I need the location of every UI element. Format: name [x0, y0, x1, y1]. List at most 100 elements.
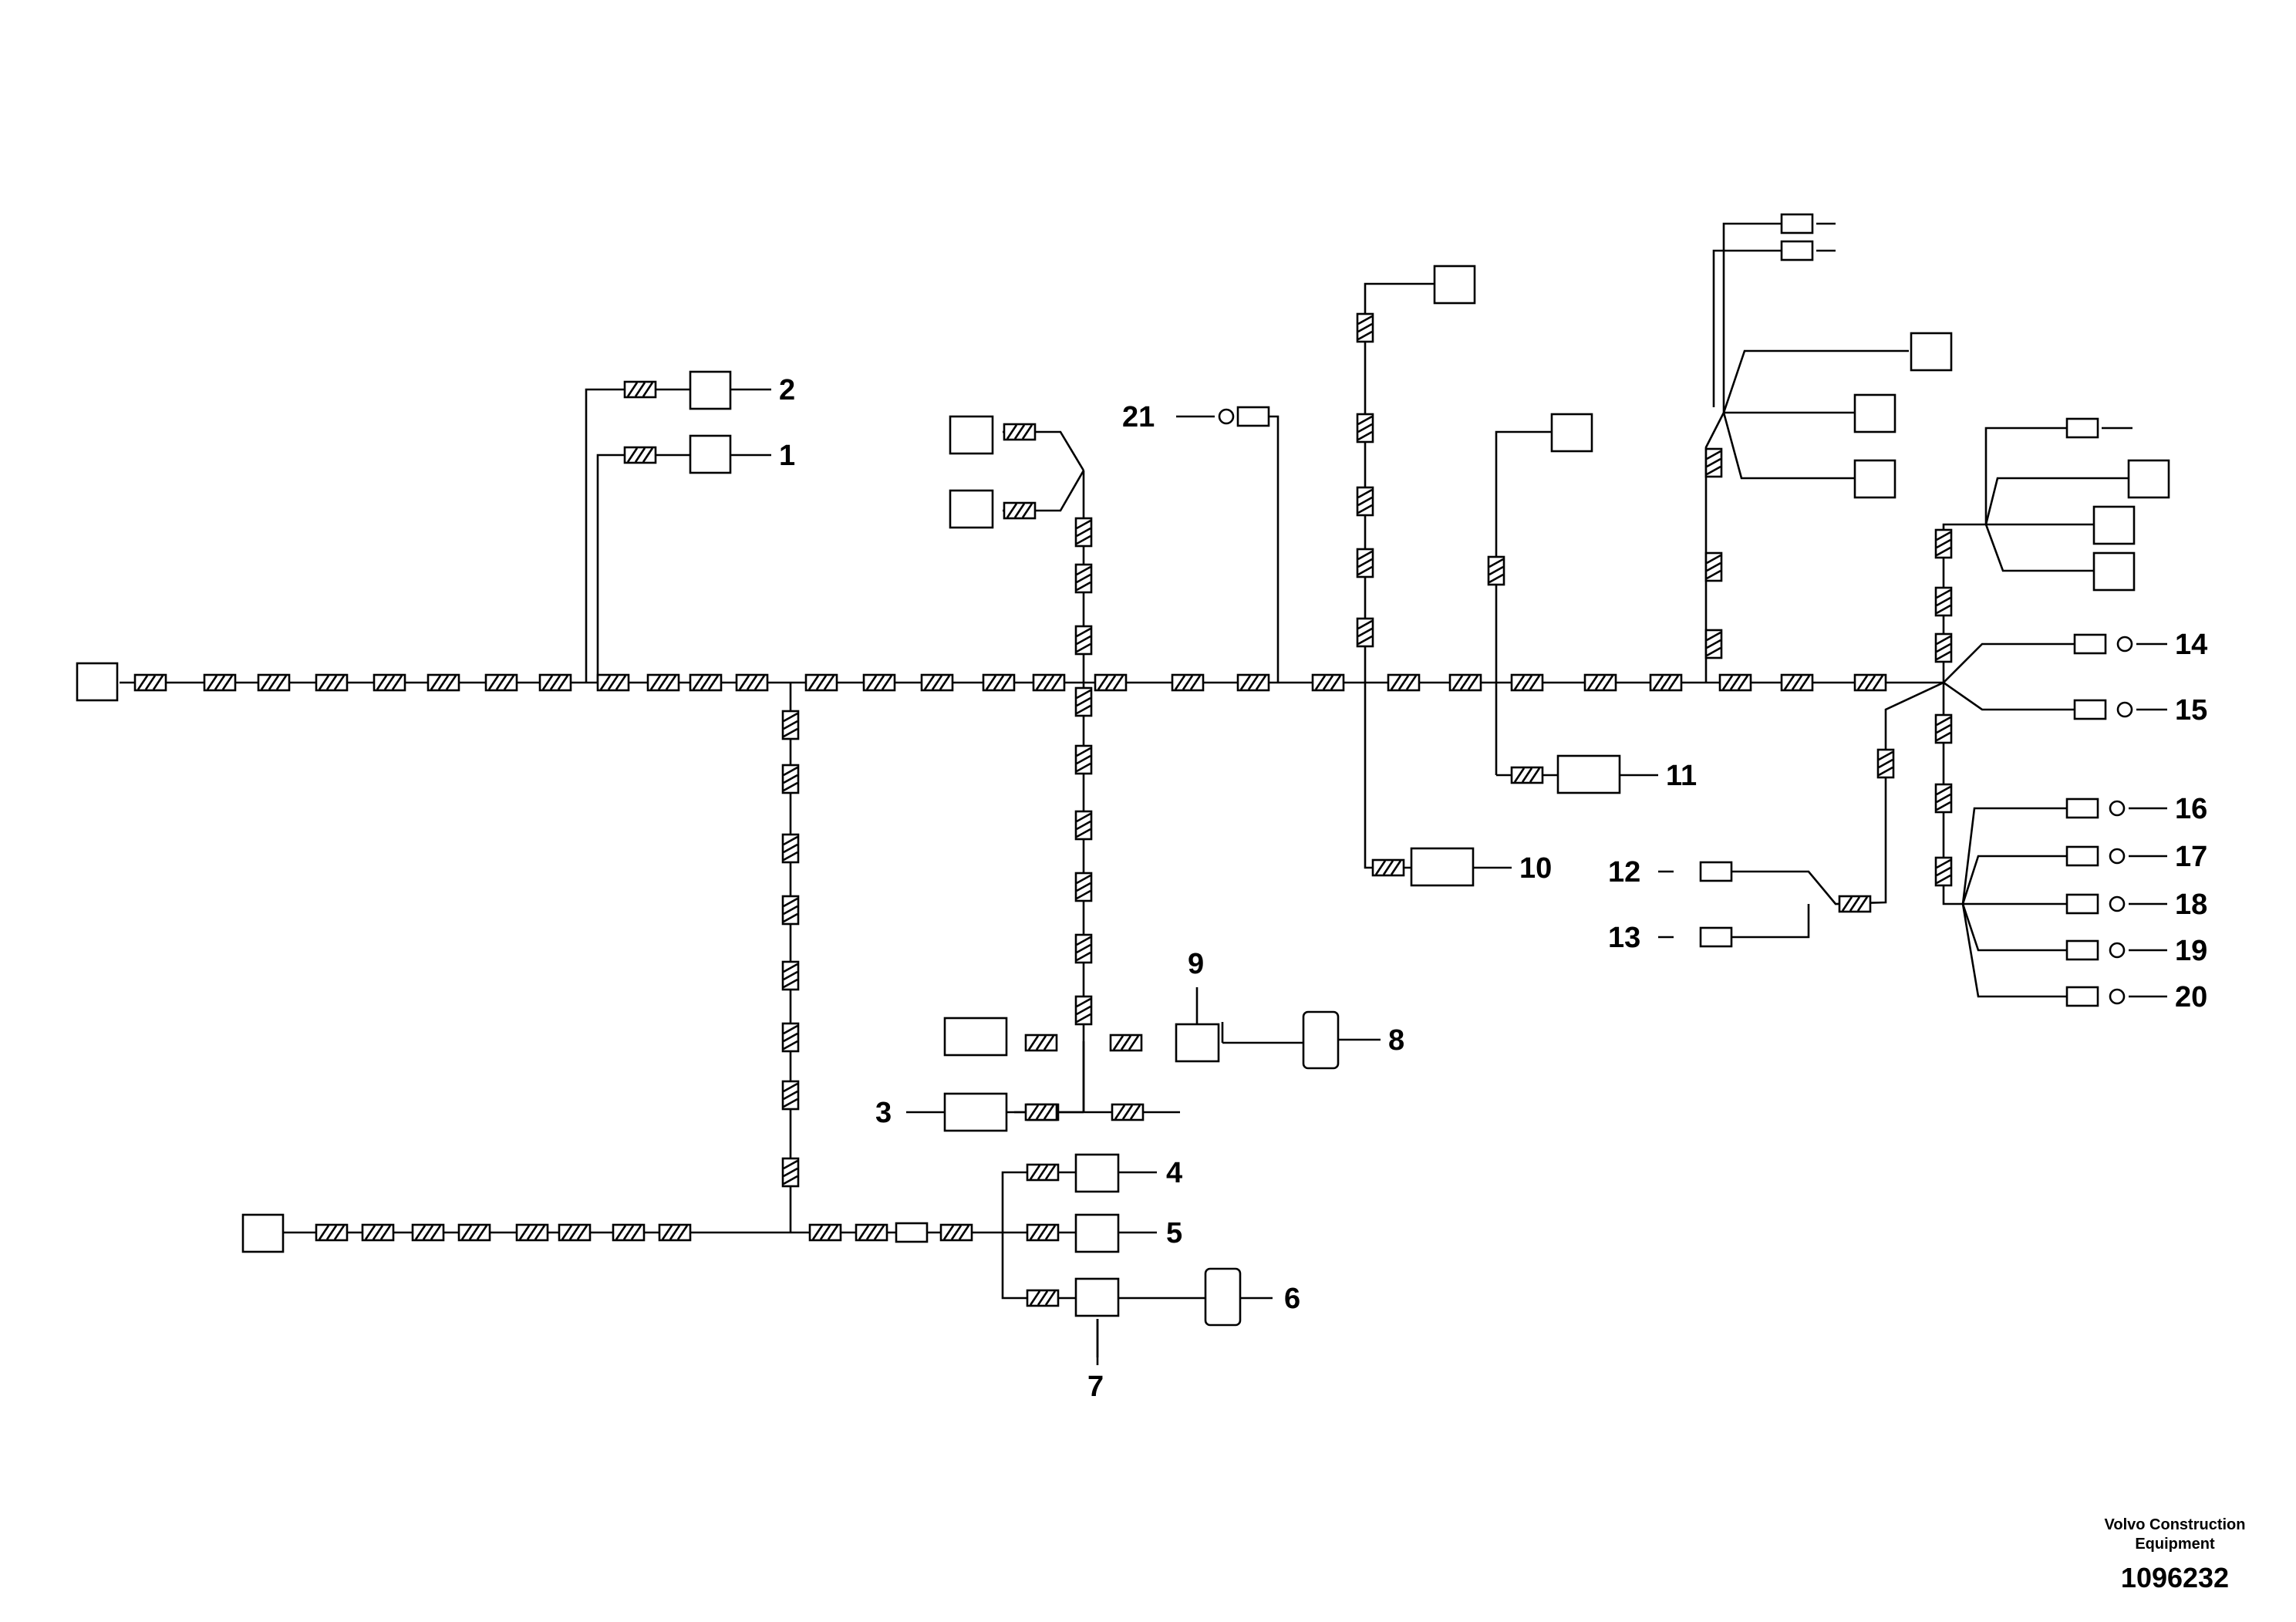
sleeve-marker: [1704, 629, 1723, 659]
harness-wires: [120, 222, 2132, 1357]
callout-numbers: 1 2 3 4 5 6 7 8 9 10 11 12 13 14 15 16 1…: [779, 374, 2207, 1403]
sleeve-marker: [781, 1157, 800, 1188]
sleeve-marker: [1487, 555, 1505, 586]
sleeve-marker: [939, 1223, 973, 1242]
connector-boxes: [76, 265, 2170, 1327]
sleeve-marker: [1934, 713, 1953, 744]
connector-box: [1074, 1213, 1120, 1253]
sleeve-marker: [781, 895, 800, 926]
callout-5: 5: [1166, 1217, 1182, 1249]
sleeve-marker: [1311, 673, 1345, 692]
sleeve-marker: [257, 673, 291, 692]
brand-line-2: Equipment: [2135, 1536, 2215, 1553]
connector-box: [2127, 459, 2170, 499]
sleeve-marker: [1649, 673, 1683, 692]
callout-8: 8: [1388, 1024, 1404, 1057]
sleeve-marker: [1934, 632, 1953, 663]
sleeve-marker: [1876, 748, 1895, 779]
sleeve-marker: [1934, 528, 1953, 559]
connector-box: [949, 489, 994, 529]
sleeve-marker: [1356, 486, 1374, 517]
sleeve-marker: [1074, 995, 1093, 1026]
sleeve-marker: [1171, 673, 1205, 692]
connector-box: [949, 415, 994, 455]
sleeve-marker: [1032, 673, 1066, 692]
sleeve-marker: [1024, 1034, 1058, 1052]
connector-box: [1175, 1023, 1220, 1063]
sleeve-marker: [1356, 413, 1374, 443]
sleeve-marker: [1718, 673, 1752, 692]
sleeve-marker: [1074, 744, 1093, 775]
sleeve-marker: [133, 673, 167, 692]
sleeve-marker: [1356, 312, 1374, 343]
sleeve-marker: [1236, 673, 1270, 692]
callout-9: 9: [1188, 948, 1204, 980]
sleeve-marker: [781, 1080, 800, 1111]
connector-box: [1204, 1267, 1242, 1327]
sleeve-marker: [596, 673, 630, 692]
connector-box: [1302, 1010, 1340, 1070]
sleeve-marker: [1510, 766, 1544, 784]
sleeve-marker: [411, 1223, 445, 1242]
sleeve-marker: [457, 1223, 491, 1242]
callout-17: 17: [2175, 841, 2207, 873]
sleeve-marker: [1934, 586, 1953, 617]
callout-13: 13: [1608, 922, 1640, 954]
sleeve-marker: [1780, 673, 1814, 692]
connector-box: [943, 1017, 1008, 1057]
sleeve-marker: [612, 1223, 646, 1242]
sleeve-marker: [920, 673, 954, 692]
sleeve-marker: [1074, 517, 1093, 548]
leader-lines: [730, 388, 2167, 1365]
callout-12: 12: [1608, 856, 1640, 889]
sleeve-marker: [781, 1022, 800, 1053]
sleeve-marker: [484, 673, 518, 692]
sleeve-marker: [1510, 673, 1544, 692]
sleeve-marker: [982, 673, 1016, 692]
sleeve-marker: [361, 1223, 395, 1242]
brand-block: Volvo Construction Equipment 1096232: [2105, 1516, 2246, 1593]
sleeve-marker: [1356, 548, 1374, 578]
sleeve-marker: [1074, 810, 1093, 841]
sleeve-marker: [558, 1223, 592, 1242]
sleeve-marker: [646, 673, 680, 692]
connector-box: [1074, 1277, 1120, 1317]
plug-connectors: [895, 213, 2133, 1243]
connector-box: [1910, 332, 1953, 372]
sleeve-marker: [1356, 617, 1374, 648]
sleeve-marker: [1074, 625, 1093, 656]
sleeve-marker: [1934, 783, 1953, 814]
callout-10: 10: [1519, 852, 1552, 885]
callout-4: 4: [1166, 1157, 1182, 1189]
sleeve-marker: [1448, 673, 1482, 692]
callout-15: 15: [2175, 694, 2207, 727]
callout-16: 16: [2175, 793, 2207, 825]
sleeve-marker: [623, 446, 657, 464]
sleeve-marker: [781, 960, 800, 991]
sleeve-marker: [1003, 423, 1037, 441]
callout-11: 11: [1666, 760, 1697, 792]
sleeve-marker: [315, 673, 349, 692]
sleeve-marker: [781, 710, 800, 740]
sleeve-marker: [1026, 1163, 1060, 1182]
callout-19: 19: [2175, 935, 2207, 967]
connector-box: [76, 662, 119, 702]
sleeve-marker: [862, 673, 896, 692]
connector-box: [1853, 459, 1896, 499]
connector-box: [689, 370, 732, 410]
callout-21: 21: [1122, 401, 1155, 433]
connector-box: [1074, 1153, 1120, 1193]
connector-box: [1433, 265, 1476, 305]
sleeve-marker: [1026, 1289, 1060, 1307]
sleeve-marker: [1371, 858, 1405, 877]
sleeve-marker: [203, 673, 237, 692]
sleeve-marker: [1074, 686, 1093, 717]
sleeve-marker: [1387, 673, 1421, 692]
sleeve-marker: [1583, 673, 1617, 692]
callout-6: 6: [1284, 1283, 1300, 1315]
callout-3: 3: [875, 1097, 892, 1129]
callout-2: 2: [779, 374, 795, 406]
sleeve-marker: [315, 1223, 349, 1242]
sleeve-marker: [538, 673, 572, 692]
sleeve-marker: [373, 673, 406, 692]
